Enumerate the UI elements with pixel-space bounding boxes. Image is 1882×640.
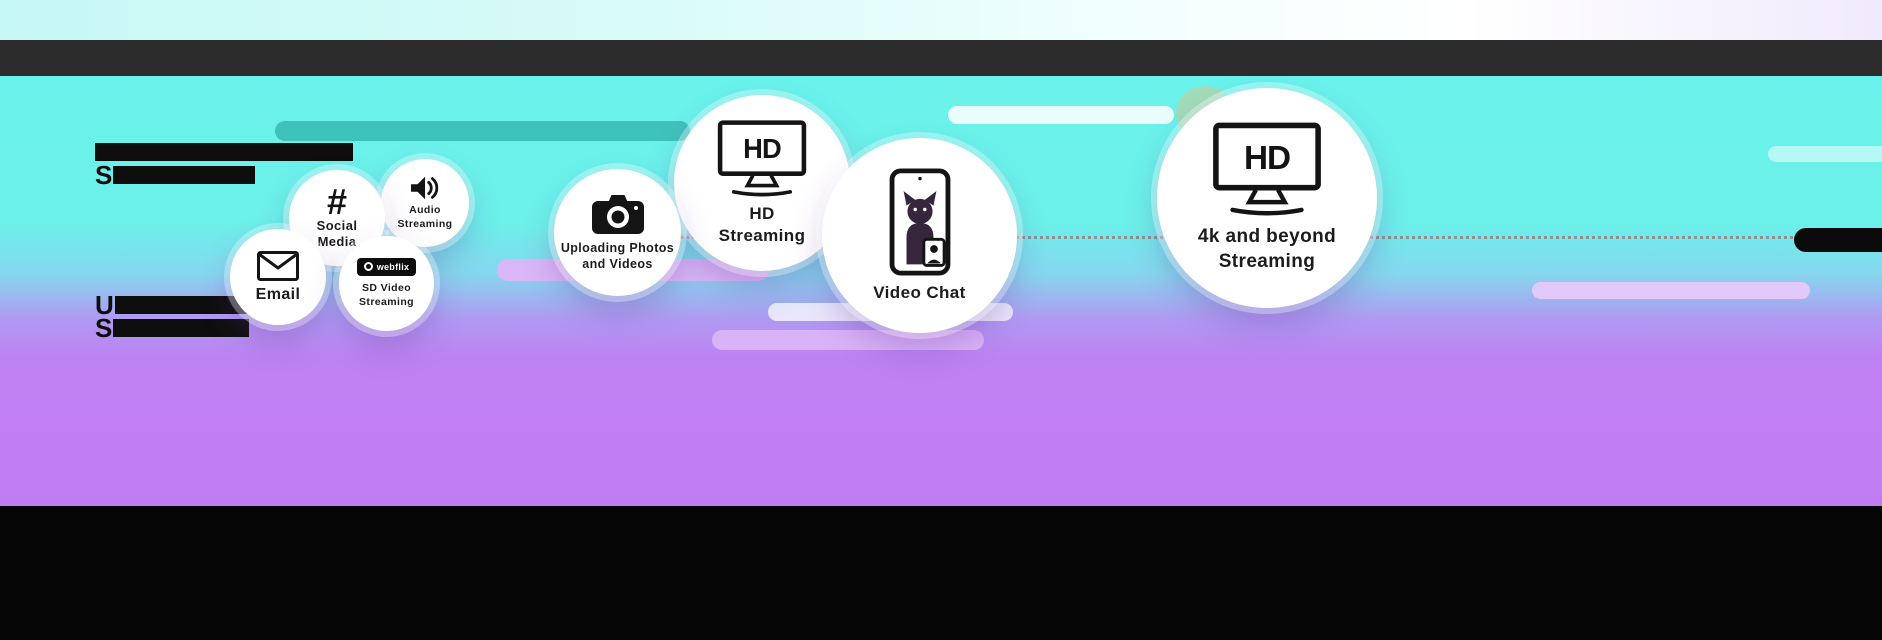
redacted-prefix-letter: S	[95, 313, 113, 343]
decorative-pill-white	[948, 106, 1174, 124]
decorative-pill-lavender	[712, 330, 984, 350]
bubble-video-chat: Video Chat	[822, 138, 1017, 333]
bubble-label: Email	[255, 285, 301, 303]
bubble-social-media: # Social Media	[289, 170, 385, 266]
svg-text:HD: HD	[743, 133, 781, 164]
right-edge-black-pill	[1794, 228, 1882, 252]
decorative-pill-lavender	[1532, 282, 1810, 299]
bubble-hd-streaming: HD HD Streaming	[674, 95, 850, 271]
envelope-icon	[257, 250, 299, 281]
redacted-prefix-letter: S	[95, 160, 113, 190]
redacted-text-block-top: S	[95, 143, 353, 190]
decorative-pill-white	[1768, 146, 1882, 162]
redacted-bar	[95, 143, 353, 161]
phone-video-chat-icon	[889, 168, 951, 276]
bubble-label: 4k and beyond Streaming	[1197, 226, 1337, 272]
bubble-label: HD Streaming	[718, 203, 806, 245]
hd-tv-icon: HD	[1208, 121, 1326, 221]
bubble-sd-video-streaming: webflix SD Video Streaming	[339, 236, 434, 331]
bubble-label: Uploading Photos and Videos	[560, 240, 675, 271]
bubble-4k-streaming: HD 4k and beyond Streaming	[1157, 88, 1377, 308]
webflix-logo: webflix	[356, 257, 417, 276]
webflix-dot-icon	[363, 262, 373, 272]
bubble-uploading-photos-videos: Uploading Photos and Videos	[554, 169, 681, 296]
redacted-line: S	[95, 313, 301, 343]
speaker-icon	[409, 174, 441, 202]
camera-icon	[591, 193, 645, 235]
redacted-line: S	[95, 160, 353, 190]
hd-tv-icon: HD	[714, 119, 810, 201]
decorative-pill-teal	[275, 121, 690, 141]
redacted-prefix-letter: U	[95, 290, 114, 320]
bubble-audio-streaming: Audio Streaming	[381, 159, 469, 247]
bubble-label: SD Video Streaming	[359, 281, 414, 308]
footer-bar	[0, 506, 1882, 640]
redacted-bar	[113, 319, 250, 337]
redacted-line	[95, 143, 353, 161]
header-bar	[0, 40, 1882, 76]
bubble-email: Email	[230, 229, 326, 325]
hashtag-icon: #	[326, 180, 348, 222]
bubble-label: Audio Streaming	[397, 204, 453, 230]
bubble-label: Video Chat	[873, 283, 966, 302]
webflix-logo-text: webflix	[376, 261, 410, 272]
redacted-bar	[113, 166, 256, 184]
bubble-label: Social Media	[316, 217, 358, 250]
svg-text:HD: HD	[1244, 140, 1290, 177]
top-strip	[0, 0, 1882, 40]
